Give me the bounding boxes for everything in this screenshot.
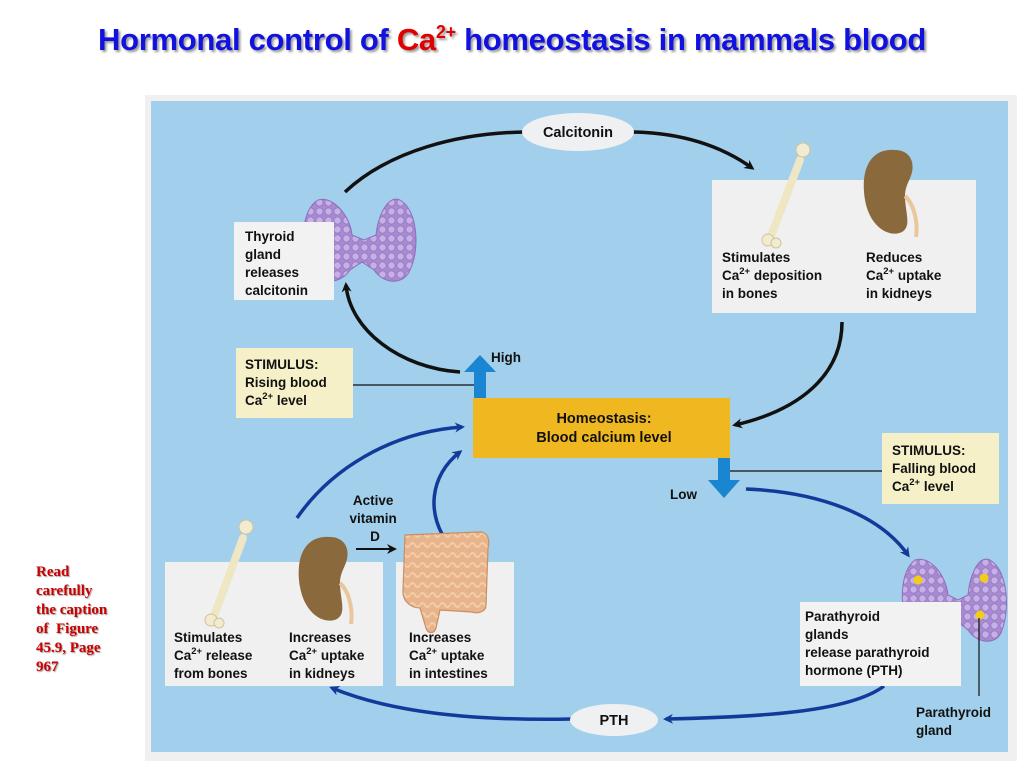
arrow-parathyroid-to-pth bbox=[663, 684, 886, 724]
hormone-pth-badge bbox=[570, 704, 658, 736]
slide-title: Hormonal control of Ca2+ homeostasis in … bbox=[0, 22, 1024, 58]
caption-note: Read carefully the caption of Figure 45.… bbox=[36, 563, 136, 677]
arrow-calcitonin-to-effects bbox=[632, 130, 755, 170]
title-ion-charge: 2+ bbox=[435, 22, 456, 42]
effect-pth-intestines: Increases Ca2+ uptake in intestines bbox=[409, 630, 488, 681]
note-line: 967 bbox=[36, 659, 59, 675]
effect-pth-bones: Stimulates Ca2+ release from bones bbox=[174, 630, 256, 681]
intestine-icon bbox=[402, 531, 490, 634]
effect-pth-kidneys: Increases Ca2+ uptake in kidneys bbox=[289, 630, 368, 681]
vitamin-d-label: Active vitamin D bbox=[349, 493, 400, 544]
arrow-bone-kidney-to-homeostasis bbox=[295, 422, 465, 519]
effect-calcitonin-kidneys: Reduces Ca2+ uptake in kidneys bbox=[866, 250, 945, 301]
homeostasis-box bbox=[473, 398, 730, 458]
hormone-pth-label: PTH bbox=[600, 713, 629, 729]
parathyroid-gland-callout: Parathyroid gland bbox=[916, 705, 995, 738]
stimulus-rising-box bbox=[236, 348, 353, 418]
low-arrow-icon bbox=[708, 458, 740, 498]
kidney-icon bbox=[863, 149, 919, 238]
arrow-low-to-parathyroid bbox=[745, 487, 910, 558]
stimulus-rising-label: STIMULUS: Rising blood Ca2+ level bbox=[245, 357, 331, 408]
parathyroid-label: Parathyroid glands release parathyroid h… bbox=[805, 609, 933, 678]
arrow-high-to-thyroid bbox=[341, 282, 461, 374]
stimulus-falling-box bbox=[882, 433, 999, 504]
high-arrow-icon bbox=[464, 355, 496, 398]
arrow-effects-to-homeostasis bbox=[732, 321, 844, 429]
note-line: the caption bbox=[36, 602, 108, 618]
title-ion-symbol: Ca bbox=[396, 22, 436, 57]
thyroid-label: Thyroid gland releases calcitonin bbox=[245, 229, 308, 298]
title-suffix: homeostasis in mammals blood bbox=[455, 22, 926, 57]
parathyroid-label-box bbox=[800, 602, 961, 686]
calcitonin-effects-box bbox=[712, 180, 976, 313]
arrow-thyroid-to-calcitonin bbox=[343, 130, 526, 194]
note-line: Read bbox=[36, 564, 70, 580]
kidney-icon bbox=[298, 536, 354, 625]
thyroid-label-box bbox=[234, 222, 334, 300]
effect-calcitonin-bones: Stimulates Ca2+ deposition in bones bbox=[722, 250, 826, 301]
hormone-calcitonin-badge bbox=[522, 113, 634, 151]
bone-icon bbox=[204, 519, 254, 629]
title-prefix: Hormonal control of bbox=[98, 22, 397, 57]
diagram-frame: Calcitonin PTH Thyroid gland releases ca… bbox=[145, 95, 1017, 761]
calcium-homeostasis-diagram: Calcitonin PTH Thyroid gland releases ca… bbox=[151, 101, 1008, 752]
high-label: High bbox=[491, 350, 521, 365]
title-ion: Ca2+ bbox=[397, 22, 456, 57]
low-label: Low bbox=[670, 487, 697, 502]
homeostasis-subtitle: Blood calcium level bbox=[536, 430, 671, 446]
note-line: carefully bbox=[36, 583, 93, 599]
bone-icon bbox=[761, 142, 811, 249]
hormone-calcitonin-label: Calcitonin bbox=[543, 125, 613, 141]
homeostasis-title: Homeostasis: bbox=[556, 411, 651, 427]
note-line: 45.9, Page bbox=[36, 640, 101, 656]
arrow-pth-to-effects bbox=[329, 686, 573, 721]
note-line: of Figure bbox=[36, 621, 99, 637]
pth-bone-kidney-box bbox=[165, 562, 383, 686]
stimulus-falling-label: STIMULUS: Falling blood Ca2+ level bbox=[892, 443, 980, 494]
